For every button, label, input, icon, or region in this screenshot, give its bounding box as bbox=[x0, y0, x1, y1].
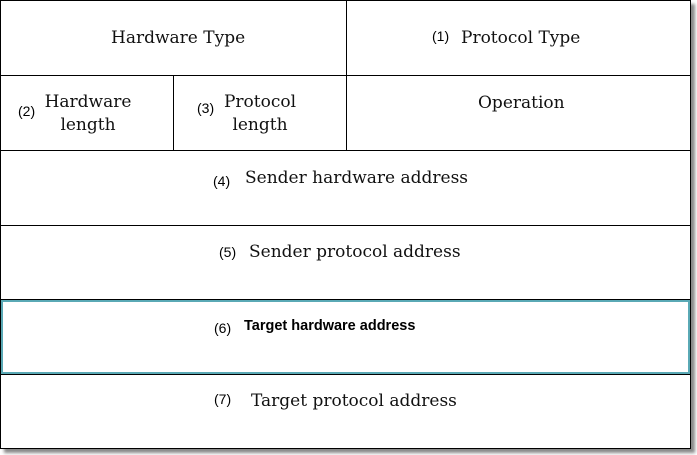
field-number: (3) bbox=[197, 100, 215, 116]
column-divider bbox=[346, 1, 347, 150]
field-operation: Operation bbox=[347, 76, 690, 150]
field-label: Sender hardware address bbox=[245, 168, 469, 188]
row-divider bbox=[1, 75, 690, 76]
field-label: Operation bbox=[478, 93, 565, 113]
column-divider bbox=[173, 75, 174, 150]
field-number: (5) bbox=[219, 244, 237, 260]
field-hardware-type: Hardware Type bbox=[1, 1, 346, 75]
field-target-protocol-address: (7) Target protocol address bbox=[1, 375, 690, 448]
field-protocol-length: (3) Protocol length bbox=[174, 76, 346, 150]
field-label-line2: length bbox=[60, 115, 116, 135]
field-number: (6) bbox=[214, 320, 232, 336]
field-hardware-length: (2) Hardware length bbox=[1, 76, 173, 150]
field-number: (2) bbox=[18, 103, 36, 119]
field-protocol-type: (1) Protocol Type bbox=[347, 1, 690, 75]
field-label: Hardware Type bbox=[111, 28, 246, 48]
field-label-line1: Protocol bbox=[223, 92, 297, 112]
row-divider bbox=[1, 150, 690, 151]
arp-packet-diagram: Hardware Type (1) Protocol Type (2) Hard… bbox=[0, 0, 691, 449]
field-number: (1) bbox=[432, 28, 450, 44]
field-label-line2: length bbox=[232, 115, 288, 135]
field-number: (7) bbox=[214, 391, 232, 407]
field-label: Target hardware address bbox=[244, 318, 416, 334]
field-target-hardware-address: (6) Target hardware address bbox=[1, 300, 690, 374]
row-divider bbox=[1, 374, 690, 375]
row-divider bbox=[1, 299, 690, 300]
field-label: Sender protocol address bbox=[249, 242, 461, 262]
field-sender-hardware-address: (4) Sender hardware address bbox=[1, 151, 690, 225]
field-sender-protocol-address: (5) Sender protocol address bbox=[1, 226, 690, 299]
field-label: Protocol Type bbox=[461, 28, 581, 48]
field-label: Target protocol address bbox=[251, 391, 457, 411]
field-label-line1: Hardware bbox=[44, 92, 132, 112]
field-number: (4) bbox=[213, 173, 231, 189]
row-divider bbox=[1, 225, 690, 226]
